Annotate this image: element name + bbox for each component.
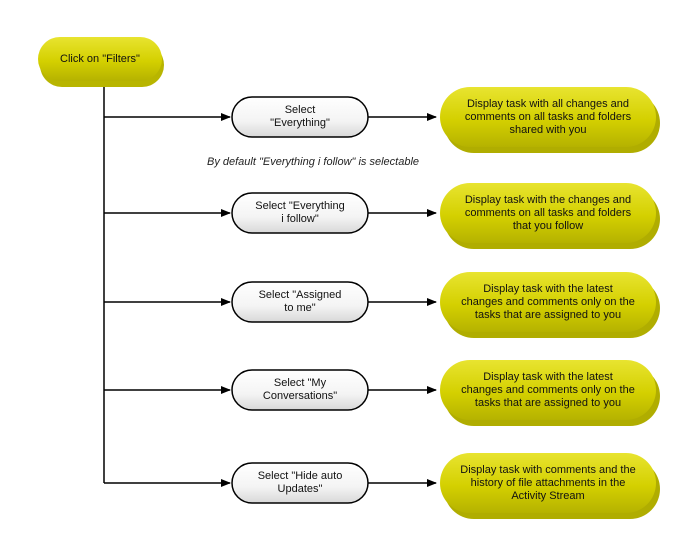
result-node-1: [440, 87, 660, 153]
start-node-text: Click on "Filters": [60, 52, 140, 65]
default-note: By default "Everything i follow" is sele…: [207, 156, 420, 168]
result-node-3: [440, 272, 660, 338]
result-node-2: [440, 183, 660, 249]
result-node-5: [440, 453, 660, 519]
start-node: [38, 37, 164, 87]
result-node-4: [440, 360, 660, 426]
start-node-label: Click on "Filters": [38, 37, 162, 81]
select-node-label-1: Select"Everything": [270, 104, 330, 129]
